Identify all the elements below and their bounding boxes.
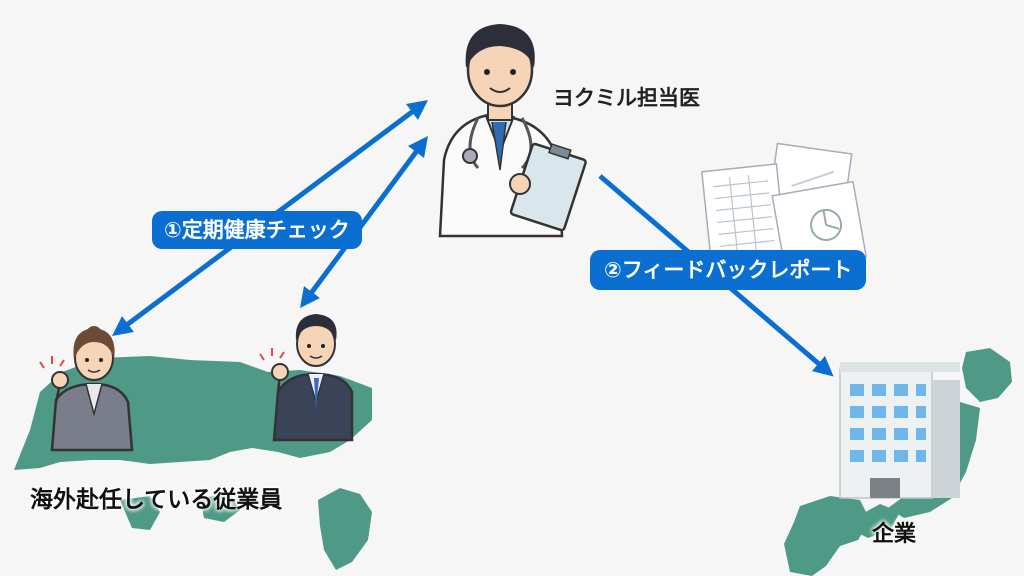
report-documents-illustration	[700, 142, 868, 272]
doctor-label: ヨクミル担当医	[553, 86, 700, 110]
male-employee-illustration	[259, 314, 354, 442]
employees-label: 海外赴任している従業員	[30, 487, 283, 513]
feedback-report-label: ②フィードバックレポート	[590, 250, 867, 290]
checkup-label: ①定期健康チェック	[152, 211, 362, 249]
company-building-illustration	[839, 362, 960, 499]
company-label: 企業	[872, 522, 917, 547]
female-employee-illustration	[39, 326, 134, 452]
arrow-doctor-to-male-employee	[300, 135, 428, 309]
doctor-illustration	[438, 24, 587, 238]
